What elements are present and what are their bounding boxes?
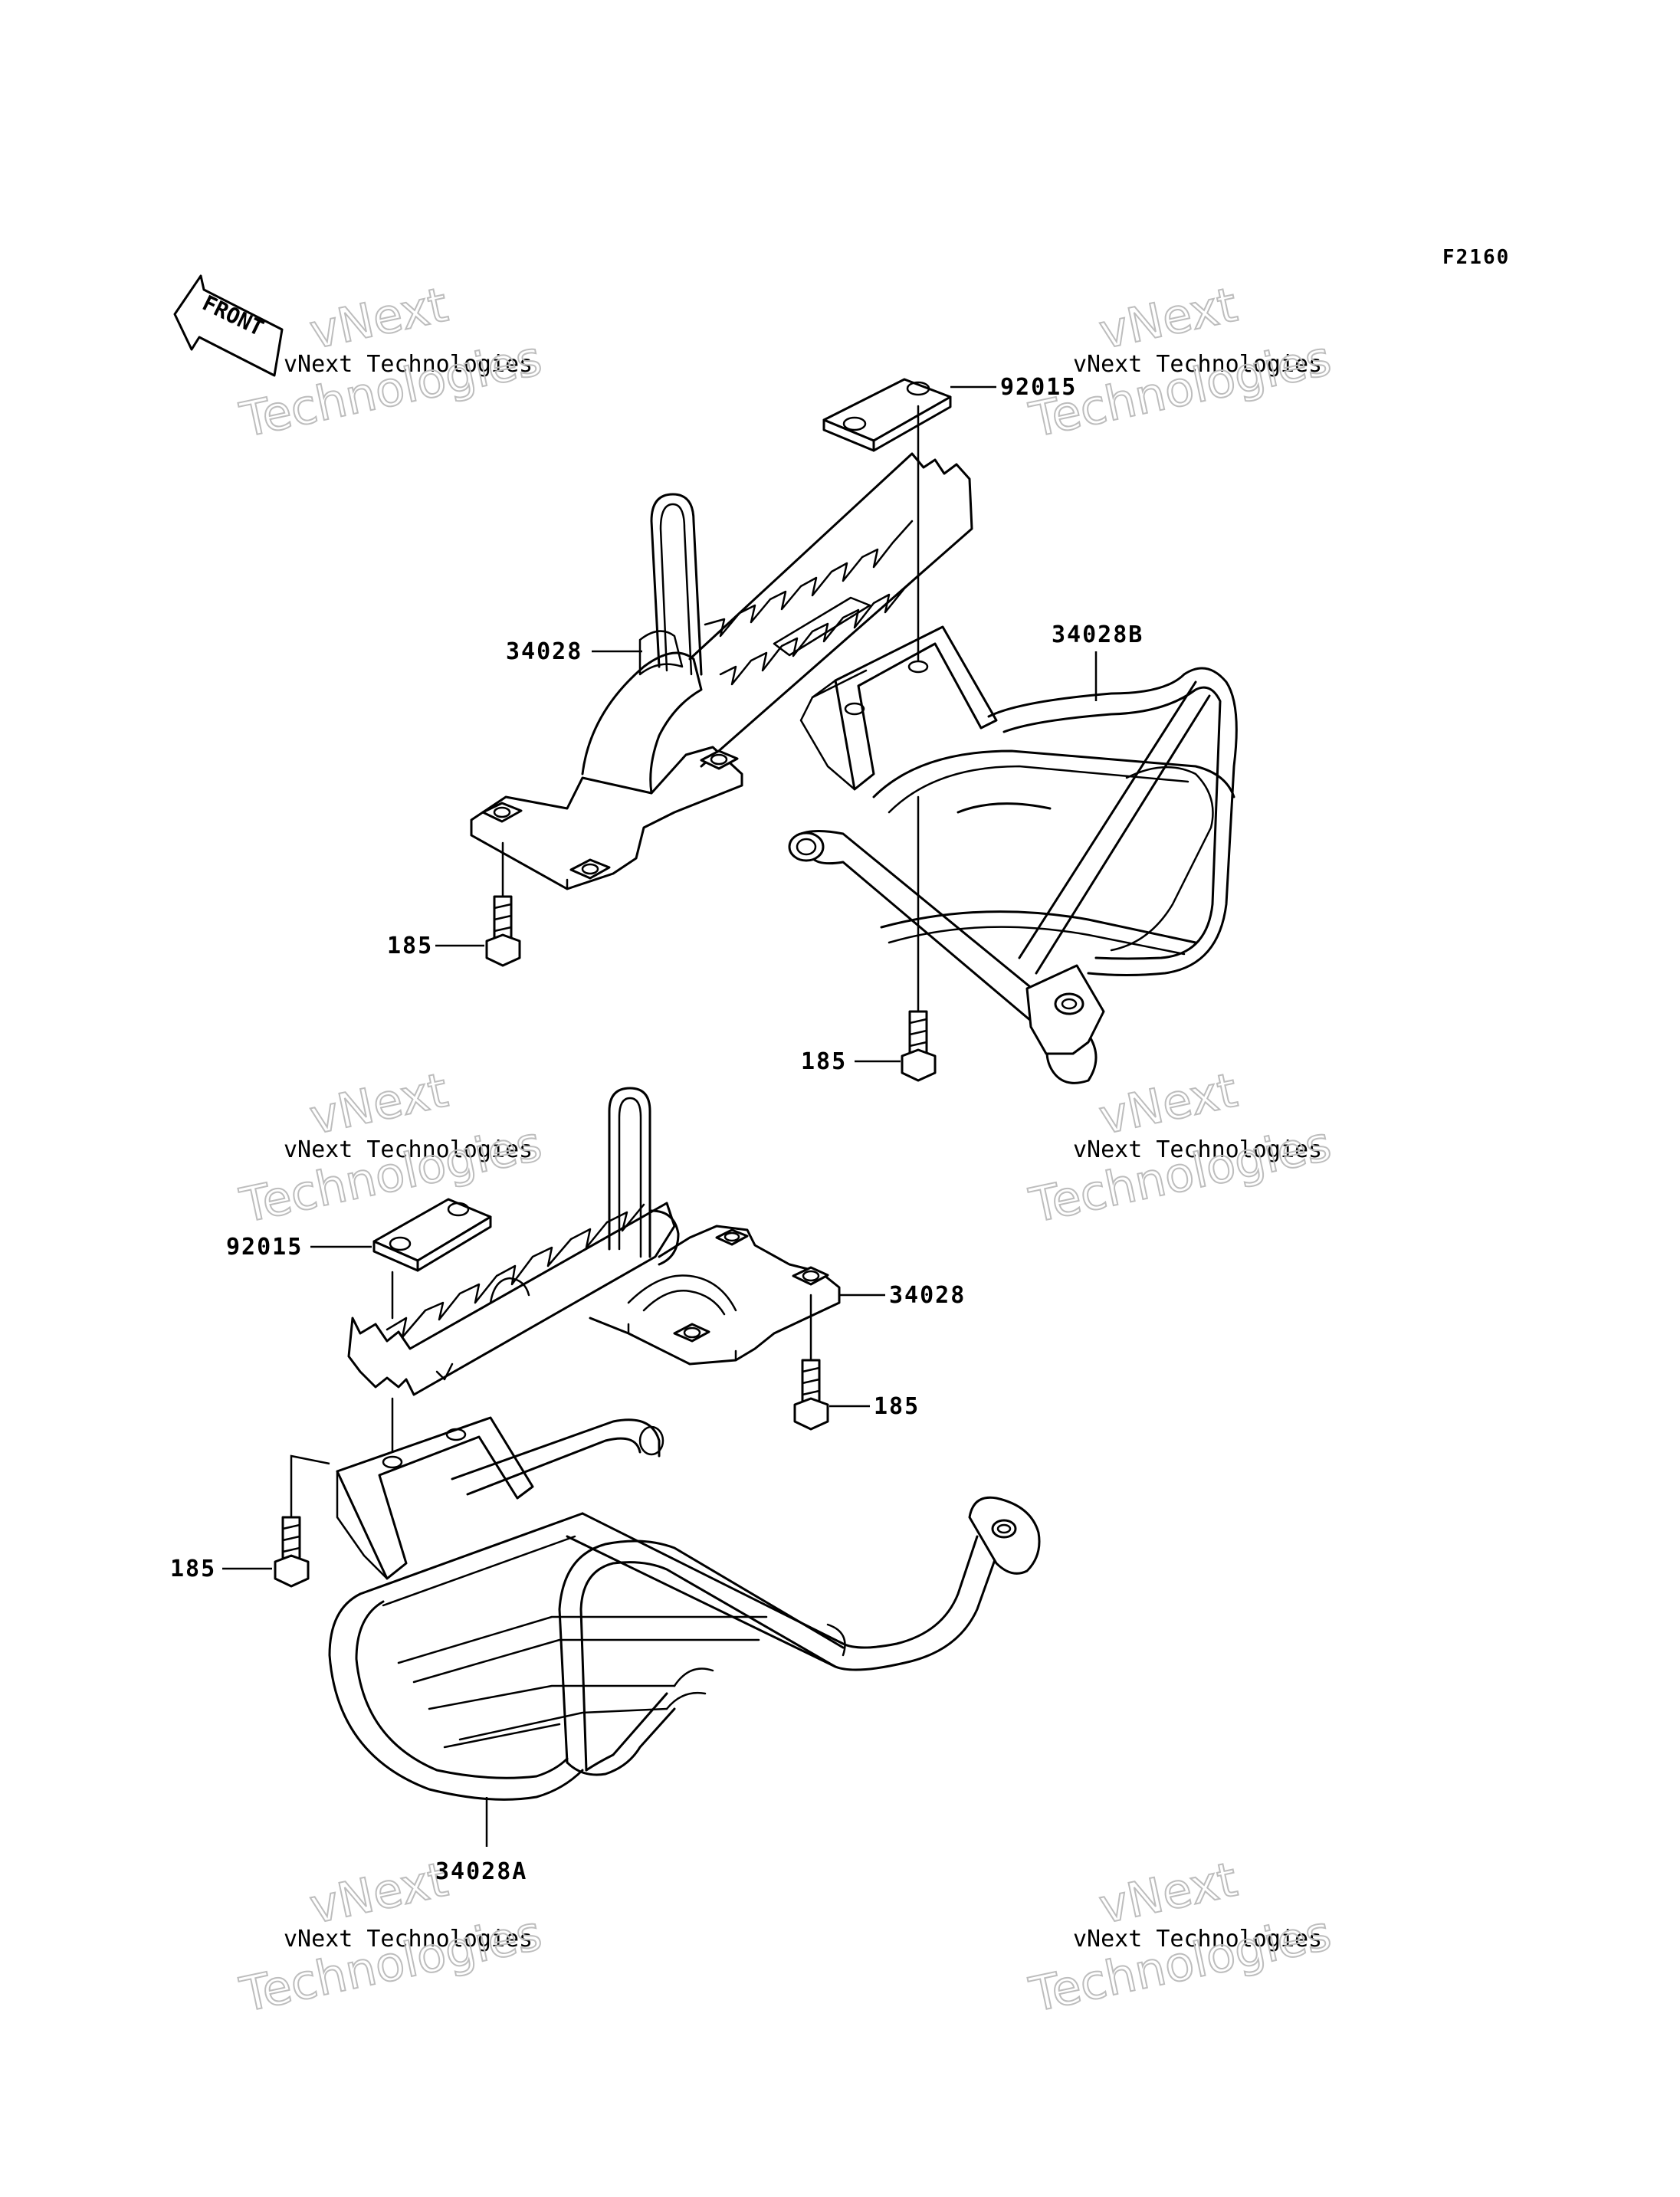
callout-upper-bolt: 185: [387, 933, 433, 959]
plate-hole: [700, 749, 739, 770]
svg-text:vNext: vNext: [305, 1062, 452, 1146]
svg-text:vNext Technologies: vNext Technologies: [284, 351, 533, 378]
plate-hole: [792, 1266, 829, 1286]
callout-left-guard: 34028A: [435, 1858, 527, 1885]
upper-footpeg-drawing: 34028 92015: [470, 374, 1077, 890]
plate-hole: [715, 1228, 749, 1246]
right-guard-drawing: 34028B: [788, 458, 1238, 1084]
callout-upper-footpeg: 34028: [506, 638, 582, 665]
svg-text:Technologies: Technologies: [235, 330, 546, 448]
callout-upper-cover: 92015: [1000, 374, 1077, 401]
callout-lower-bolt-right: 185: [874, 1393, 920, 1420]
watermark: vNext Technologies vNext Technologies: [1024, 276, 1337, 449]
svg-text:vNext Technologies: vNext Technologies: [1073, 1926, 1322, 1953]
watermark: vNext Technologies vNext Technologies: [1024, 1851, 1337, 2024]
svg-text:vNext Technologies: vNext Technologies: [284, 1136, 533, 1163]
right-bolt-part: 185: [801, 795, 937, 1082]
callout-lower-cover: 92015: [226, 1234, 303, 1261]
svg-text:Technologies: Technologies: [1025, 1904, 1336, 2022]
lower-cover-part: [372, 1198, 492, 1272]
lower-footpeg-drawing: 92015 34028: [226, 1087, 966, 1396]
svg-text:vNext: vNext: [1094, 277, 1242, 360]
plate-hole: [481, 802, 523, 823]
front-arrow-icon: FRONT: [173, 274, 284, 377]
callout-lower-footpeg: 34028: [889, 1282, 966, 1309]
watermark: vNext Technologies vNext Technologies: [235, 276, 547, 449]
watermark: vNext Technologies vNext Technologies: [235, 1061, 547, 1235]
svg-text:Technologies: Technologies: [1025, 1115, 1336, 1233]
watermark: vNext Technologies vNext Technologies: [1024, 1061, 1337, 1235]
svg-text:vNext Technologies: vNext Technologies: [1073, 351, 1322, 378]
diagram-code: F2160: [1442, 246, 1510, 269]
svg-text:vNext: vNext: [305, 277, 452, 360]
callout-right-guard: 34028B: [1052, 621, 1144, 648]
svg-text:Technologies: Technologies: [235, 1904, 546, 2022]
callout-right-bolt: 185: [801, 1048, 847, 1075]
plate-hole: [673, 1323, 710, 1343]
svg-text:vNext Technologies: vNext Technologies: [284, 1926, 533, 1953]
lower-bolt-left-part: 185: [170, 1516, 310, 1588]
svg-text:Technologies: Technologies: [235, 1115, 546, 1233]
callout-lower-bolt-left: 185: [170, 1556, 216, 1582]
upper-bolt-part: 185: [387, 841, 521, 967]
svg-text:vNext Technologies: vNext Technologies: [1073, 1136, 1322, 1163]
svg-text:vNext: vNext: [1094, 1851, 1242, 1935]
plate-hole: [569, 858, 611, 880]
svg-text:vNext: vNext: [1094, 1062, 1242, 1146]
left-guard-drawing: 34028A: [290, 1397, 1041, 1885]
lower-bolt-right-part: 185: [793, 1294, 920, 1431]
svg-text:vNext: vNext: [305, 1851, 452, 1935]
upper-cover-part: [822, 378, 952, 452]
